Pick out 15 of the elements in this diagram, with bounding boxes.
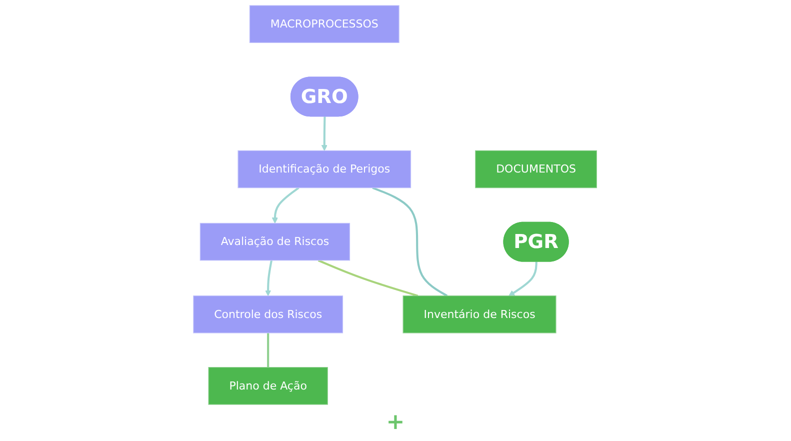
node-box: Inventário de Riscos bbox=[403, 295, 557, 334]
connector bbox=[318, 259, 419, 297]
arrow bbox=[322, 116, 328, 151]
arrow bbox=[266, 260, 273, 296]
node-box: DOCUMENTOS bbox=[476, 150, 598, 188]
node-box: Identificação de Perigos bbox=[238, 150, 412, 188]
connector bbox=[268, 332, 270, 368]
plus-sign: + bbox=[386, 410, 405, 435]
node-box: Avaliação de Riscos bbox=[200, 222, 351, 261]
node-box: Controle dos Riscos bbox=[194, 295, 344, 334]
arrow bbox=[272, 186, 300, 224]
node-box: MACROPROCESSOS bbox=[250, 5, 400, 43]
node-box: Plano de Ação bbox=[208, 367, 328, 405]
arrow bbox=[509, 262, 538, 296]
connector bbox=[372, 186, 448, 297]
